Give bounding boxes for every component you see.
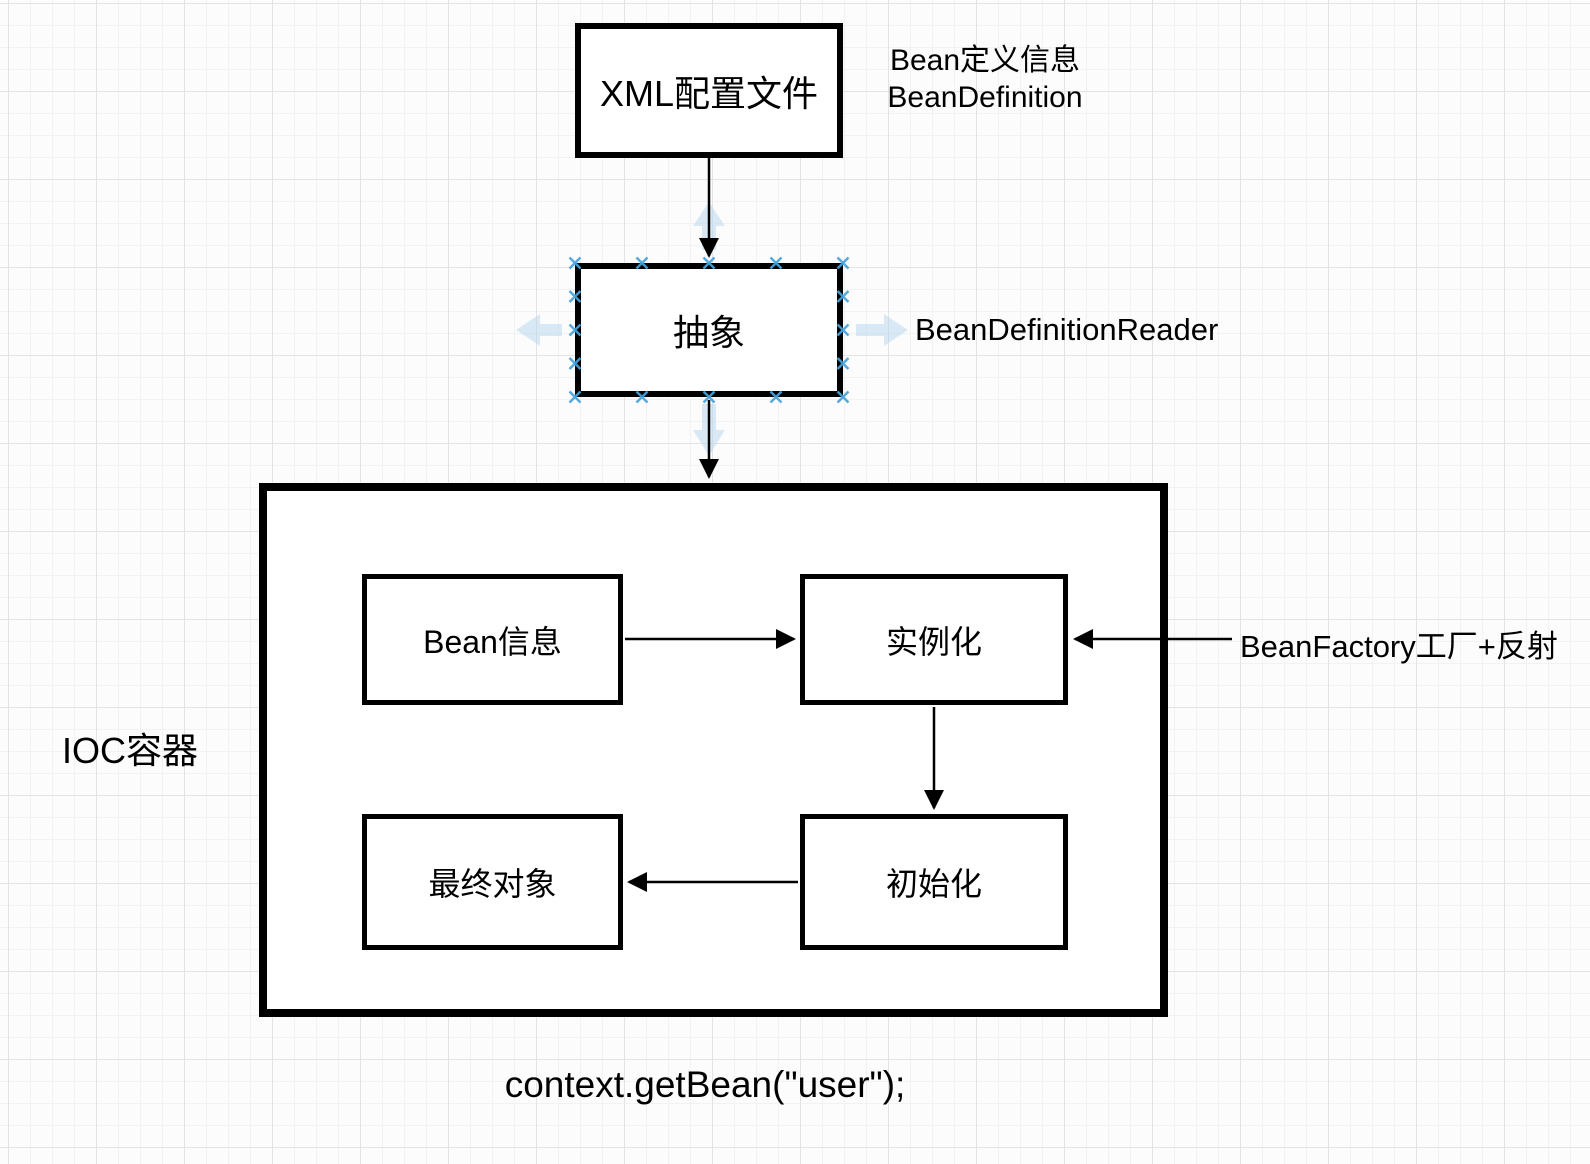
annotation-bean-definition-reader: BeanDefinitionReader xyxy=(915,312,1219,347)
annotation-bean-definition: Bean定义信息 BeanDefinition xyxy=(835,42,1135,116)
annotation-getbean-call: context.getBean("user"); xyxy=(504,1064,906,1105)
node-initialize[interactable]: 初始化 xyxy=(800,814,1068,950)
direction-arrow-left-icon[interactable] xyxy=(516,314,562,346)
node-label: 初始化 xyxy=(885,866,982,902)
direction-arrow-up-icon[interactable] xyxy=(693,202,725,250)
node-label: 抽象 xyxy=(672,312,745,353)
node-bean-info[interactable]: Bean信息 xyxy=(362,574,623,705)
annotation-line: BeanDefinition xyxy=(887,81,1083,114)
node-label: 最终对象 xyxy=(428,866,557,902)
annotation-bean-factory: BeanFactory工厂+反射 xyxy=(1240,629,1558,664)
direction-arrow-right-icon[interactable] xyxy=(856,314,908,346)
node-abstract[interactable]: 抽象 xyxy=(575,263,843,397)
node-instantiate[interactable]: 实例化 xyxy=(800,574,1068,705)
node-label: Bean信息 xyxy=(423,623,562,660)
annotation-line: Bean定义信息 xyxy=(889,44,1081,77)
node-label: 实例化 xyxy=(885,623,982,660)
node-label: XML配置文件 xyxy=(599,72,819,114)
node-final-object[interactable]: 最终对象 xyxy=(362,814,623,950)
label-ioc-container: IOC容器 xyxy=(61,730,198,771)
direction-arrow-down-icon[interactable] xyxy=(693,404,725,456)
node-xml-config-file[interactable]: XML配置文件 xyxy=(575,23,843,158)
